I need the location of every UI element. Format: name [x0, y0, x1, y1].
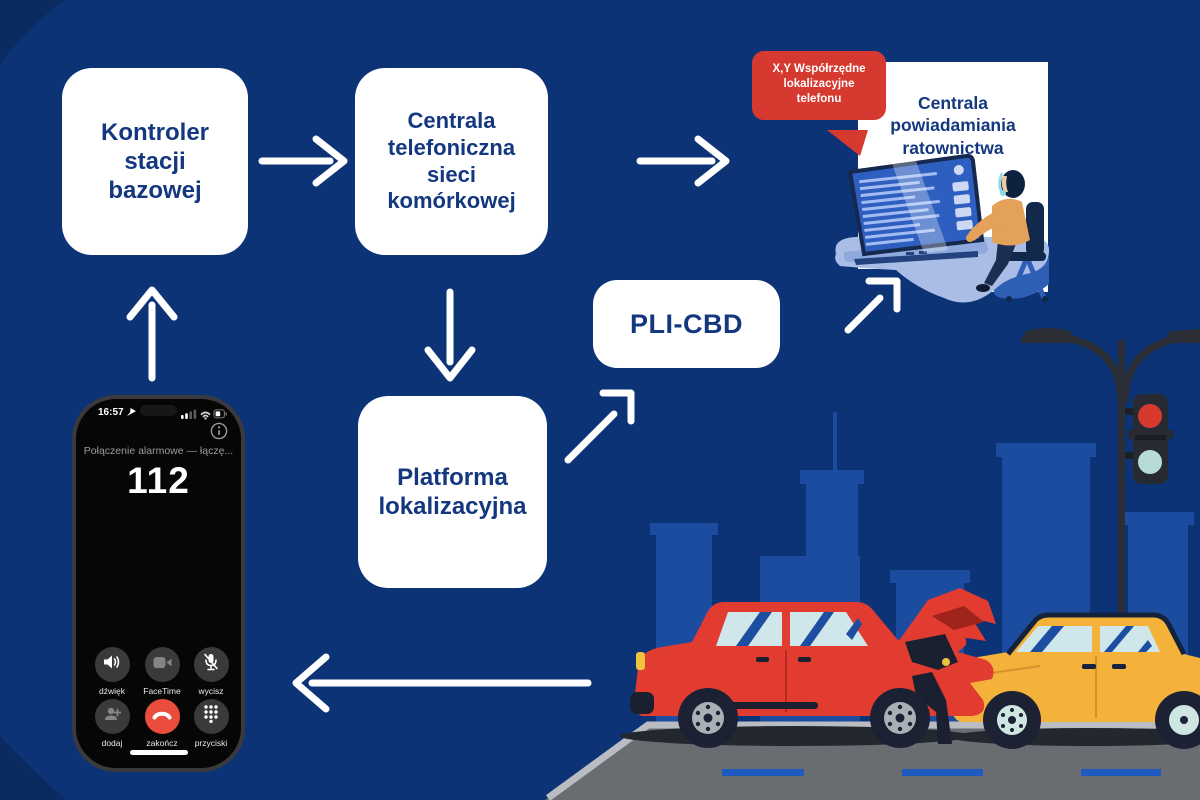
keypad-button[interactable]: przyciski: [181, 699, 241, 748]
street-lamp: [1020, 328, 1200, 742]
info-icon[interactable]: [210, 422, 228, 440]
node-mobile-exchange: Centrala telefoniczna sieci komórkowej: [355, 68, 548, 255]
home-indicator[interactable]: [129, 750, 188, 755]
speech-bubble-tail: [827, 130, 868, 156]
taillight: [636, 652, 645, 670]
screen-reflection: [890, 155, 948, 253]
node-location-platform: Platforma lokalizacyjna: [358, 396, 547, 588]
facetime-button[interactable]: FaceTime: [132, 647, 192, 696]
flow-arrows: [126, 135, 901, 713]
operator-person: [966, 170, 1030, 292]
arrow-kontroler-to-centrala: [258, 135, 348, 187]
dialed-number: 112: [127, 460, 190, 501]
location-arrow-icon: [126, 408, 136, 417]
arrow-platforma-to-pli: [564, 389, 635, 464]
coordinates-speech-bubble: X,Y Współrzędne lokalizacyjne telefonu: [752, 51, 886, 120]
facetime-camera-icon: [153, 656, 172, 674]
add-call-icon: [103, 706, 122, 727]
screen-text-lines: [859, 172, 940, 246]
traffic-light: [1125, 394, 1173, 484]
node-pli-cbd: PLI-CBD: [593, 280, 780, 368]
red-car-wheel: [870, 688, 930, 748]
add-call-button[interactable]: dodaj: [82, 699, 142, 748]
speaker-icon: [103, 654, 121, 675]
battery-icon: [213, 409, 227, 419]
speaker-button[interactable]: dźwięk: [82, 647, 142, 696]
node-label: Centrala powiadamiania ratownictwa: [890, 93, 1016, 158]
corner-accent: [0, 736, 66, 800]
lamp-head: [1020, 328, 1076, 343]
bubble-text: X,Y Współrzędne lokalizacyjne telefonu: [772, 63, 866, 106]
yellow-car-wheel: [983, 691, 1041, 749]
red-car-wheel: [678, 688, 738, 748]
traffic-light-green: [1138, 450, 1162, 474]
node-label: PLI-CBD: [630, 308, 743, 339]
corner-accent: [0, 0, 64, 64]
red-car: [630, 588, 996, 748]
call-status-text: Połączenie alarmowe — łączę...: [83, 445, 234, 457]
yellow-car-wheel: [1155, 691, 1200, 749]
lamp-head: [1164, 329, 1200, 343]
mic-muted-icon: [203, 653, 219, 676]
status-bar: 16:57: [76, 407, 241, 420]
node-base-station-controller: Kontroler stacji bazowej: [62, 68, 248, 255]
end-call-button[interactable]: zakończ: [132, 699, 192, 748]
end-call-handset-icon: [152, 708, 172, 726]
arrow-scene-to-phone: [292, 653, 592, 713]
node-label: Kontroler stacji bazowej: [101, 118, 209, 205]
headlight: [942, 658, 950, 666]
wifi-icon: [200, 411, 211, 418]
chair: [1007, 259, 1047, 299]
lane-dashes: [722, 769, 1161, 776]
cell-signal-icon: [181, 409, 197, 419]
clock-time: 16:57: [98, 407, 124, 418]
chair-back: [1026, 202, 1044, 256]
arrow-centrala-to-cpr: [636, 135, 730, 187]
keypad-dots-icon: [204, 705, 218, 728]
crash-debris: [912, 672, 952, 744]
node-label: Platforma lokalizacyjna: [378, 463, 527, 520]
arrow-phone-to-kontroler: [126, 286, 178, 382]
screen-side-buttons: [952, 164, 973, 231]
dynamic-island: [140, 405, 177, 416]
yellow-car: [948, 612, 1200, 749]
iphone-emergency-call: 16:57: [72, 395, 245, 772]
traffic-light-red: [1138, 404, 1162, 428]
arrow-centrala-to-platforma: [424, 288, 476, 382]
dispatcher-workstation-illustration: [835, 153, 1050, 303]
mute-button[interactable]: wycisz: [181, 647, 241, 696]
node-label: Centrala telefoniczna sieci komórkowej: [387, 107, 516, 214]
arrow-pli-to-cpr: [844, 277, 901, 334]
